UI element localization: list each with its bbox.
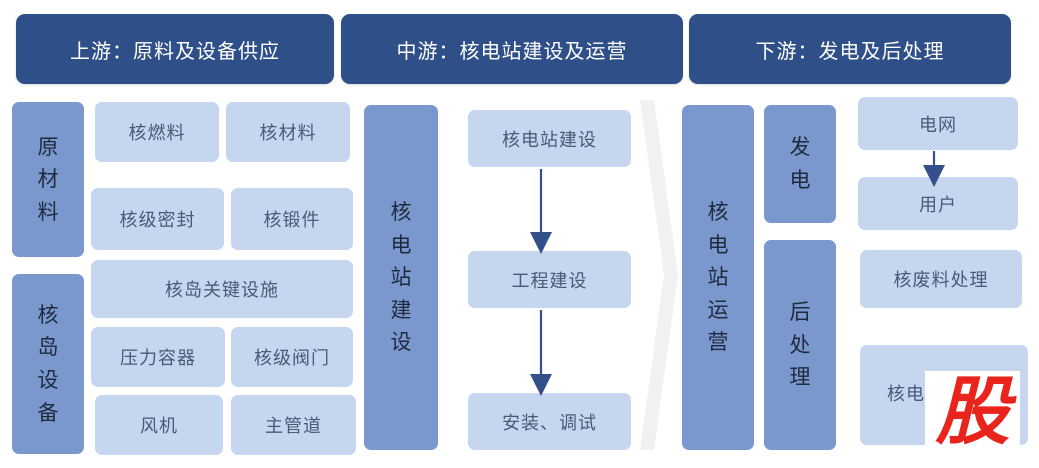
flow-step-station-construction: 核电站建设 [468,110,631,167]
category-char: 运 [707,297,729,322]
category-char: 原 [37,134,59,159]
item-nuclear-valve: 核级阀门 [231,327,353,387]
category-post-processing: 后 处 理 [764,240,836,450]
category-char: 站 [390,265,412,290]
category-char: 电 [707,232,729,257]
category-char: 材 [37,167,59,192]
category-station-operation: 核 电 站 运 营 [682,105,754,450]
category-char: 后 [789,300,811,325]
item-fan: 风机 [95,395,223,455]
header-downstream: 下游：发电及后处理 [689,14,1011,84]
category-char: 电 [789,168,811,192]
category-char: 核 [707,200,729,225]
watermark-logo: 股 [925,371,1020,453]
category-char: 站 [707,265,729,290]
item-nuclear-fuel: 核燃料 [95,102,219,162]
category-char: 理 [789,365,811,390]
category-power-generation: 发 电 [764,105,836,223]
category-char: 建 [390,297,412,322]
item-power-grid: 电网 [858,97,1018,150]
header-midstream: 中游：核电站建设及运营 [341,14,683,84]
item-user: 用户 [858,177,1018,230]
category-raw-material: 原 材 料 [12,102,84,257]
stage-divider-chevron [640,100,678,450]
category-char: 备 [37,400,59,425]
item-island-key-facility: 核岛关键设施 [91,260,353,318]
category-char: 核 [390,200,412,225]
category-char: 电 [390,232,412,257]
flow-step-install-debug: 安装、调试 [468,393,631,450]
category-char: 设 [37,368,59,392]
category-char: 处 [789,332,811,357]
category-char: 料 [37,199,59,224]
category-station-construction: 核 电 站 建 设 [364,105,438,450]
flow-step-engineering: 工程建设 [468,251,631,308]
item-nuclear-waste: 核废料处理 [860,250,1022,308]
item-main-pipe: 主管道 [231,395,356,455]
item-pressure-vessel: 压力容器 [91,327,225,387]
category-char: 营 [707,330,729,355]
category-char: 发 [789,135,811,160]
category-char: 岛 [37,335,59,360]
category-island-equipment: 核 岛 设 备 [12,274,84,454]
item-nuclear-material: 核材料 [226,102,350,162]
item-nuclear-forging: 核锻件 [231,188,353,250]
header-upstream: 上游：原料及设备供应 [16,14,334,84]
category-char: 核 [37,302,59,327]
category-char: 设 [390,330,412,355]
item-nuclear-seal: 核级密封 [91,188,224,250]
